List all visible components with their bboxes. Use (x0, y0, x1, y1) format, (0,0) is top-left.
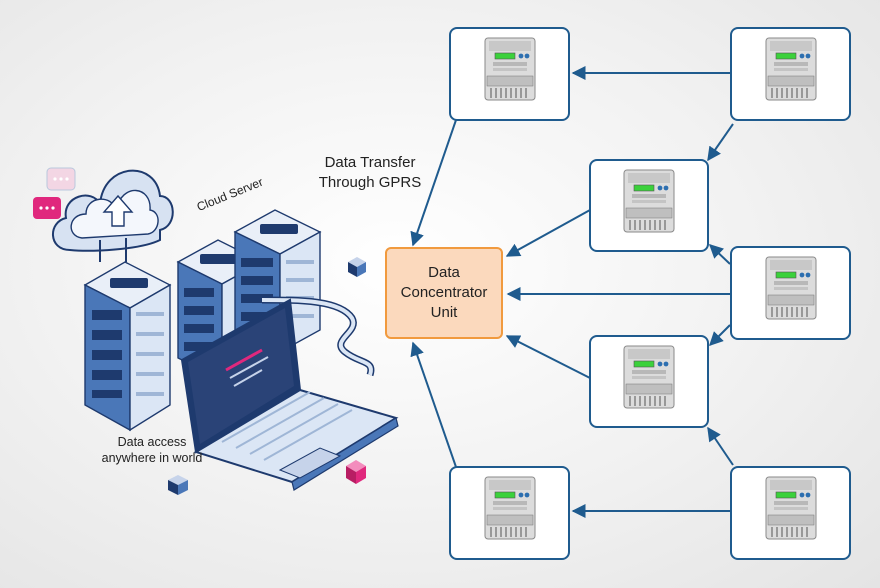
arrow-br-to-mid-lower (707, 426, 734, 466)
dcu-label-line3: Unit (430, 304, 458, 321)
arrow-mid-upper-to-dcu (505, 209, 591, 257)
meter-box-bottom-right (730, 466, 851, 560)
smart-meter-icon (765, 37, 817, 101)
dcu-label-line1: Data (428, 264, 460, 281)
arrow-right-mid-to-mid-upper (708, 244, 731, 265)
gprs-transfer-label: Data Transfer Through GPRS (300, 153, 440, 193)
smart-meter-icon (484, 476, 536, 540)
arrow-bl-to-dcu (410, 341, 457, 468)
smart-meter-icon (765, 256, 817, 320)
meter-box-right-middle (730, 246, 851, 340)
arrow-mid-lower-to-dcu (505, 335, 591, 379)
arrow-right-mid-to-mid-lower (709, 324, 731, 346)
smart-meter-icon (623, 169, 675, 233)
cloud-upload-icon (52, 169, 174, 262)
arrow-tr-to-mid-upper (707, 123, 734, 162)
meter-box-mid-lower (589, 335, 709, 428)
meter-box-top-left (449, 27, 570, 121)
smart-meter-icon (623, 345, 675, 409)
arrow-tl-to-dcu (410, 119, 457, 247)
dcu-label-line2: Concentrator (400, 284, 488, 301)
data-access-label: Data access anywhere in world (82, 434, 222, 466)
smart-meter-icon (765, 476, 817, 540)
chat-bubble-icon (33, 167, 76, 219)
data-concentrator-unit: Data Concentrator Unit (385, 247, 503, 339)
laptop-icon (180, 298, 399, 491)
decor-cube-blue-1 (348, 257, 366, 277)
data-flow-arrows (410, 66, 734, 518)
access-label-line2: anywhere in world (101, 451, 203, 465)
transfer-label-line2: Through GPRS (318, 174, 422, 191)
meter-box-bottom-left (449, 466, 570, 560)
decor-cube-blue-2 (168, 475, 188, 495)
transfer-label-line1: Data Transfer (324, 154, 416, 171)
smart-meter-icon (484, 37, 536, 101)
decor-cube-pink (346, 460, 366, 484)
dcu-label: Data Concentrator Unit (401, 263, 488, 323)
access-label-line1: Data access (117, 435, 187, 449)
meter-box-top-right (730, 27, 851, 121)
meter-box-mid-upper (589, 159, 709, 252)
